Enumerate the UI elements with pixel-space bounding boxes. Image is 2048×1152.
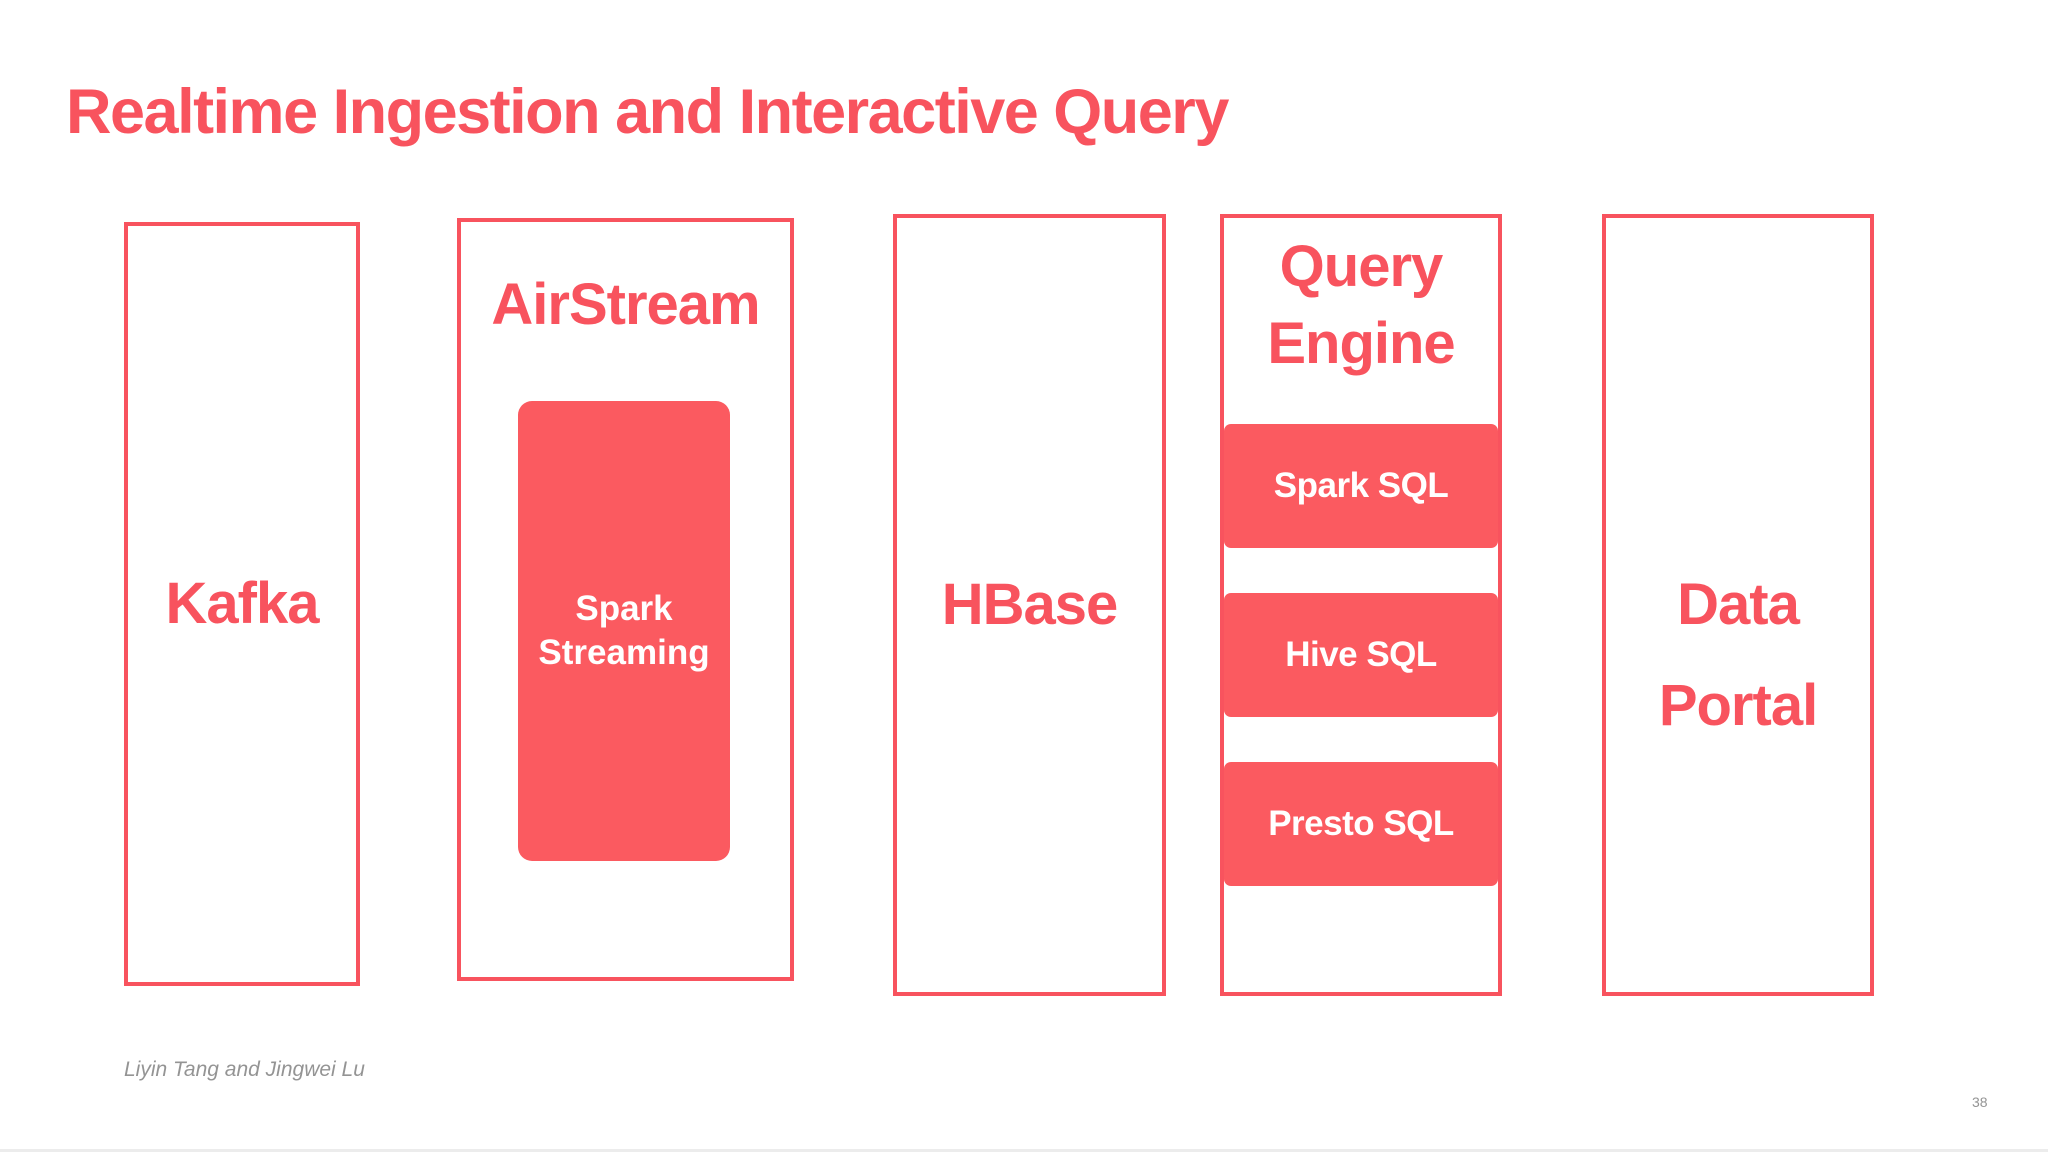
data-portal-label: Data Portal: [1658, 571, 1818, 739]
hbase-label: HBase: [941, 572, 1119, 638]
hive-sql-bar: Hive SQL: [1224, 593, 1498, 717]
spark-streaming-node: Spark Streaming: [518, 401, 730, 861]
airstream-box: AirStream Spark Streaming: [457, 218, 794, 981]
data-portal-box: Data Portal: [1602, 214, 1874, 996]
query-engine-label: Query Engine: [1267, 234, 1455, 377]
slide-title: Realtime Ingestion and Interactive Query: [66, 77, 1229, 147]
presto-sql-bar: Presto SQL: [1224, 762, 1498, 886]
kafka-label: Kafka: [165, 571, 320, 637]
slide-bottom-edge: [0, 1149, 2048, 1152]
footer-credit: Liyin Tang and Jingwei Lu: [124, 1058, 365, 1081]
spark-sql-bar: Spark SQL: [1224, 424, 1498, 548]
query-engine-box: Query Engine Spark SQL Hive SQL Presto S…: [1220, 214, 1502, 996]
kafka-box: Kafka: [124, 222, 360, 986]
page-number: 38: [1972, 1094, 1988, 1110]
hbase-box: HBase: [893, 214, 1166, 996]
airstream-label: AirStream: [491, 272, 760, 337]
